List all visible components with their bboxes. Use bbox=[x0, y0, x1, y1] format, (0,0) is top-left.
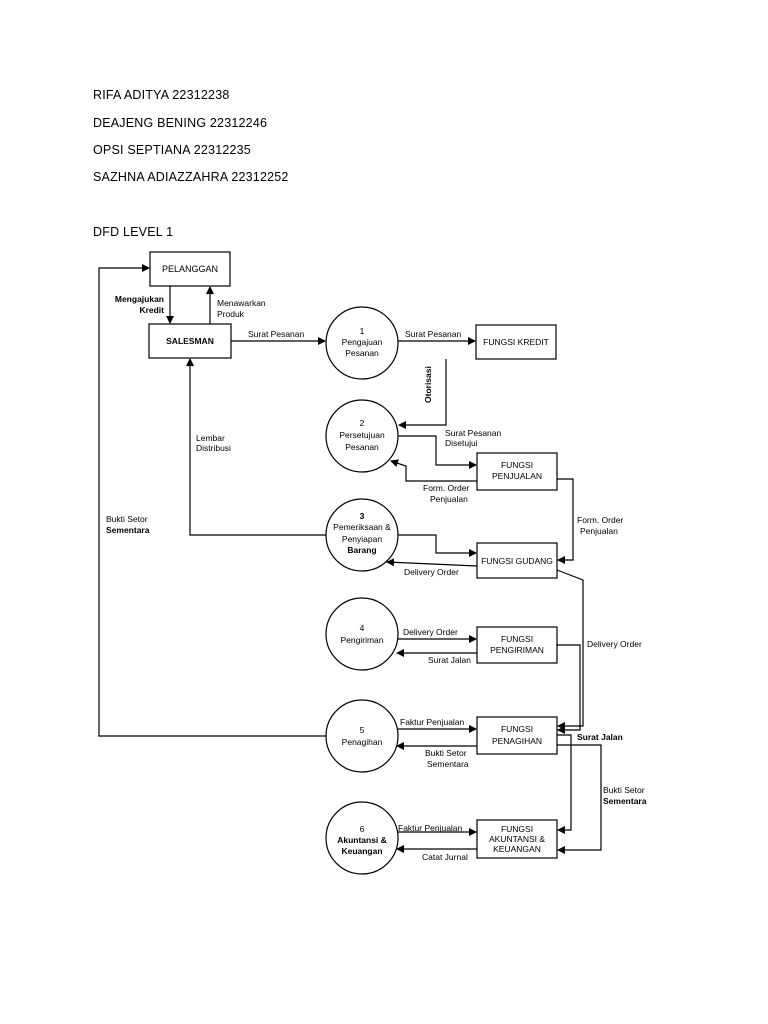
flow-bukti-setor-left bbox=[98, 264, 326, 737]
process-3: 3 Pemeriksaan & Penyiapan Barang bbox=[325, 498, 399, 572]
label-form-order-right-2: Penjualan bbox=[580, 526, 618, 536]
process-6-label-1: Akuntansi & bbox=[337, 835, 387, 845]
entity-fungsi-penjualan: FUNGSI PENJUALAN bbox=[476, 452, 558, 491]
entity-fungsi-pengiriman-label-1: FUNGSI bbox=[501, 634, 533, 644]
label-bukti-left-2: Sementara bbox=[106, 525, 150, 535]
label-disetujui-2: Disetujui bbox=[445, 438, 478, 448]
entity-fungsi-penjualan-label-1: FUNGSI bbox=[501, 460, 533, 470]
label-bukti-mid-2: Sementara bbox=[427, 759, 469, 769]
flow-labels: Mengajukan Kredit Menawarkan Produk Sura… bbox=[106, 294, 647, 862]
entity-fungsi-akuntansi-label-1: FUNGSI bbox=[501, 824, 533, 834]
process-6-number: 6 bbox=[360, 824, 365, 834]
label-bukti-right-2: Sementara bbox=[603, 796, 647, 806]
process-4: 4 Pengiriman bbox=[325, 597, 399, 671]
process-5-number: 5 bbox=[360, 725, 365, 735]
label-lembar-1: Lembar bbox=[196, 433, 225, 443]
process-5-label-1: Penagihan bbox=[342, 737, 383, 747]
process-2-number: 2 bbox=[360, 418, 365, 428]
flow-delivery-order-right bbox=[556, 569, 584, 730]
entity-fungsi-akuntansi: FUNGSI AKUNTANSI & KEUANGAN bbox=[476, 819, 558, 859]
entity-fungsi-gudang: FUNGSI GUDANG bbox=[476, 542, 558, 579]
label-lembar-2: Distribusi bbox=[196, 443, 231, 453]
label-bukti-mid-1: Bukti Setor bbox=[425, 748, 467, 758]
flow-surat-jalan-right bbox=[557, 644, 581, 734]
label-surat-pesanan-2: Surat Pesanan bbox=[405, 329, 462, 339]
flow-delivery-order-1 bbox=[386, 558, 478, 567]
section-title: DFD LEVEL 1 bbox=[93, 225, 174, 239]
label-disetujui-1: Surat Pesanan bbox=[445, 428, 502, 438]
entity-pelanggan: PELANGGAN bbox=[149, 251, 231, 287]
flow-otorisasi bbox=[398, 359, 447, 429]
process-1: 1 Pengajuan Pesanan bbox=[325, 306, 399, 380]
process-6-label-2: Keuangan bbox=[341, 846, 382, 856]
entity-fungsi-pengiriman: FUNGSI PENGIRIMAN bbox=[476, 626, 558, 664]
process-2-label-2: Pesanan bbox=[345, 442, 379, 452]
flow-lines bbox=[98, 264, 602, 854]
process-4-label-1: Pengiriman bbox=[341, 635, 384, 645]
entity-salesman: SALESMAN bbox=[148, 323, 232, 359]
flow-lembar-distribusi bbox=[186, 358, 326, 536]
author-line-2: DEAJENG BENING 22312246 bbox=[93, 116, 268, 130]
label-faktur-2: Faktur Penjualan bbox=[398, 823, 463, 833]
entity-fungsi-kredit-label: FUNGSI KREDIT bbox=[483, 337, 549, 347]
label-mengajukan-2: Kredit bbox=[139, 305, 164, 315]
author-line-4: SAZHNA ADIAZZAHRA 22312252 bbox=[93, 170, 289, 184]
author-line-3: OPSI SEPTIANA 22312235 bbox=[93, 143, 251, 157]
entity-fungsi-akuntansi-label-3: KEUANGAN bbox=[493, 844, 541, 854]
label-delivery-2: Delivery Order bbox=[403, 627, 458, 637]
label-bukti-right-1: Bukti Setor bbox=[603, 785, 645, 795]
process-1-number: 1 bbox=[360, 326, 365, 336]
label-delivery-1: Delivery Order bbox=[404, 567, 459, 577]
entity-fungsi-kredit: FUNGSI KREDIT bbox=[475, 324, 557, 360]
entity-fungsi-pengiriman-label-2: PENGIRIMAN bbox=[490, 645, 544, 655]
flow-bukti-setor-right bbox=[557, 744, 602, 854]
entity-fungsi-penagihan-label-2: PENAGIHAN bbox=[492, 736, 542, 746]
label-surat-jalan-1: Surat Jalan bbox=[428, 655, 471, 665]
label-menawarkan-2: Produk bbox=[217, 309, 245, 319]
flow-form-order-right bbox=[557, 478, 574, 564]
label-faktur-1: Faktur Penjualan bbox=[400, 717, 465, 727]
entity-fungsi-penjualan-label-2: PENJUALAN bbox=[492, 471, 542, 481]
entity-pelanggan-label: PELANGGAN bbox=[162, 264, 218, 274]
label-catat-jurnal: Catat Jurnal bbox=[422, 852, 468, 862]
entity-salesman-label: SALESMAN bbox=[166, 336, 214, 346]
label-surat-jalan-right: Surat Jalan bbox=[577, 732, 623, 742]
flow-form-order-left bbox=[390, 459, 477, 482]
label-form-order-left-2: Penjualan bbox=[430, 494, 468, 504]
process-6: 6 Akuntansi & Keuangan bbox=[325, 801, 399, 875]
entity-fungsi-penagihan-label-1: FUNGSI bbox=[501, 724, 533, 734]
label-form-order-left-1: Form. Order bbox=[423, 483, 469, 493]
label-form-order-right-1: Form. Order bbox=[577, 515, 623, 525]
process-3-label-1: Pemeriksaan & bbox=[333, 522, 391, 532]
flow-surat-pesanan-disetujui bbox=[398, 435, 477, 469]
entity-fungsi-gudang-label: FUNGSI GUDANG bbox=[481, 556, 553, 566]
process-2: 2 Persetujuan Pesanan bbox=[325, 399, 399, 473]
entity-fungsi-penagihan: FUNGSI PENAGIHAN bbox=[476, 716, 558, 755]
process-3-label-2: Penyiapan bbox=[342, 534, 382, 544]
label-delivery-right: Delivery Order bbox=[587, 639, 642, 649]
process-1-label-1: Pengajuan bbox=[342, 337, 383, 347]
process-2-label-1: Persetujuan bbox=[339, 430, 385, 440]
process-4-number: 4 bbox=[360, 623, 365, 633]
flow-penagihan-to-akuntansi-1 bbox=[557, 734, 572, 834]
flow-p3-to-gudang bbox=[398, 534, 477, 557]
process-1-label-2: Pesanan bbox=[345, 348, 379, 358]
process-3-number: 3 bbox=[360, 511, 365, 521]
process-5: 5 Penagihan bbox=[325, 699, 399, 773]
label-mengajukan-1: Mengajukan bbox=[115, 294, 164, 304]
label-bukti-left-1: Bukti Setor bbox=[106, 514, 148, 524]
label-menawarkan-1: Menawarkan bbox=[217, 298, 266, 308]
entity-fungsi-akuntansi-label-2: AKUNTANSI & bbox=[489, 834, 545, 844]
process-3-label-3: Barang bbox=[347, 545, 376, 555]
author-line-1: RIFA ADITYA 22312238 bbox=[93, 88, 230, 102]
label-otorisasi: Otorisasi bbox=[423, 366, 433, 403]
label-surat-pesanan-1: Surat Pesanan bbox=[248, 329, 305, 339]
